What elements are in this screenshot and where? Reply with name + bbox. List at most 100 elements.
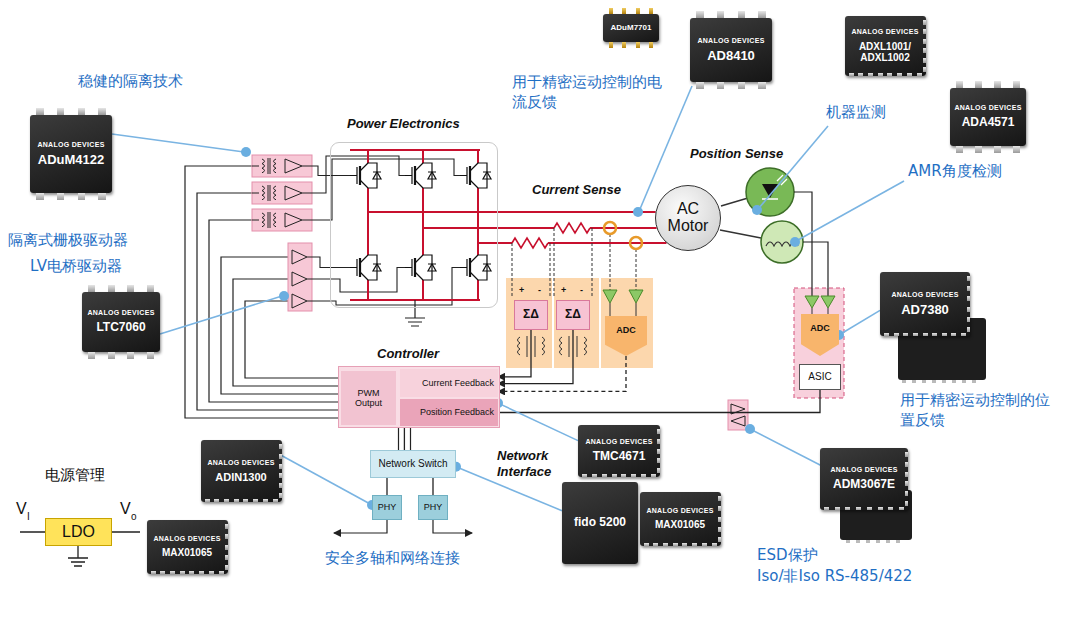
network-port-arrow [334, 520, 387, 533]
asic-box: ASIC [799, 364, 841, 390]
chip-pad [612, 474, 617, 477]
position-module [794, 288, 844, 398]
feedback-block: Current Feedback [400, 369, 498, 397]
chip-pad [663, 543, 668, 546]
chip-pin [696, 11, 703, 18]
chip-pad [899, 507, 904, 510]
part-number: MAX01065 [644, 519, 717, 531]
chip-pad [205, 499, 210, 502]
chip-pad [718, 506, 721, 511]
chip-pad [894, 333, 899, 336]
polarity-sign: + [519, 285, 524, 295]
chip-pin [738, 11, 745, 18]
current-sensor-ring [604, 222, 616, 234]
chip-pin [78, 108, 85, 115]
module-ground [554, 278, 599, 368]
transformer [252, 212, 276, 228]
chip-pad [884, 333, 889, 336]
chip-pad [279, 483, 282, 488]
transceiver-block [728, 400, 748, 430]
driver-triangle [292, 294, 307, 308]
chip-pads [848, 540, 898, 543]
part-number: ADXL1001/ ADXL1002 [849, 41, 922, 64]
ic-chip: ANALOG DEVICESADuM4122 [30, 115, 112, 193]
igbt [405, 163, 436, 188]
chip-pin [36, 108, 43, 115]
chip-pin [956, 81, 963, 88]
gate-wire [302, 159, 460, 220]
network-port-arrow [433, 520, 472, 533]
sigma-delta-box: ΣΔ [514, 300, 548, 330]
chip-pad [225, 565, 228, 570]
driver-triangle [292, 250, 307, 264]
chip-pad [867, 507, 872, 510]
chip-pin [975, 81, 982, 88]
amplifier-triangle [805, 296, 819, 308]
chip-pad [214, 499, 219, 502]
ic-chip: ANALOG DEVICESADM3067E [820, 448, 908, 510]
motor-circle: AC Motor [655, 185, 721, 251]
switch-box: Network Switch [370, 450, 456, 478]
callout-text: 安全多轴和网络连接 [325, 549, 460, 569]
ic-chip: ANALOG DEVICESAD8410 [690, 18, 772, 82]
callout-text: 机器监测 [826, 103, 886, 123]
chip-pad [905, 491, 908, 496]
chip-pad [273, 499, 278, 502]
ic-chip: ANALOG DEVICESADA4571 [950, 88, 1026, 146]
chip-pin [717, 11, 724, 18]
ic-chip: ADuM7701 [603, 14, 659, 42]
driver-triangle [285, 186, 302, 200]
gate-wire [307, 257, 350, 268]
chip-pad [967, 286, 970, 291]
chip-pad [657, 449, 660, 454]
phase-leg [477, 150, 479, 300]
leader-lines [112, 86, 904, 466]
chip-pad [279, 444, 282, 449]
chip-pad [279, 473, 282, 478]
part-number: LTC7060 [86, 321, 156, 335]
brand-text: ANALOG DEVICES [644, 507, 717, 515]
chip-pin [994, 146, 1001, 153]
subscript: o [131, 511, 137, 522]
section-heading: Power Electronics [347, 117, 460, 132]
wire [233, 279, 338, 386]
adc-block: ADC [605, 316, 647, 356]
chip-pad [151, 571, 156, 574]
chip-pin [98, 108, 105, 115]
chip-pad [923, 67, 926, 72]
chip-pad [651, 474, 656, 477]
chip-pad [923, 20, 926, 25]
node-label: ΣΔ [559, 308, 587, 322]
chip-pin [147, 285, 154, 292]
callout-text: 用于精密运动控制的位置反馈 [900, 391, 1058, 430]
node-label: Position Feedback [400, 407, 494, 417]
phy-box: PHY [418, 495, 448, 520]
leader-dot [745, 424, 755, 434]
chip-pad [602, 474, 607, 477]
chip-pin [57, 193, 64, 200]
chip-pad [718, 517, 721, 522]
phase-output [478, 242, 667, 244]
chip-pad [967, 327, 970, 332]
chip-pad [923, 29, 926, 34]
phase-leg [367, 150, 369, 300]
ic-chip: ANALOG DEVICESADIN1300 [201, 440, 282, 502]
transformer [252, 185, 276, 201]
node-label: ADC [801, 323, 839, 333]
part-number: ADIN1300 [205, 471, 278, 484]
chip-pin [717, 82, 724, 89]
driver-triangle [285, 213, 302, 227]
leader-line [759, 126, 828, 208]
brand-text: ANALOG DEVICES [824, 466, 904, 474]
ic-chip: ANALOG DEVICESLTC7060 [82, 292, 160, 352]
chip-pad [243, 499, 248, 502]
chip-pad [234, 499, 239, 502]
chip-pad [657, 439, 660, 444]
wire [610, 303, 636, 316]
ic-chip: ANALOG DEVICESADXL1001/ ADXL1002 [845, 16, 926, 76]
pwm-block: PWM Output [341, 371, 396, 425]
chip-pin [649, 8, 653, 14]
signal-connector [404, 428, 405, 450]
leader-connector [839, 310, 880, 335]
chip-pad [905, 472, 908, 477]
